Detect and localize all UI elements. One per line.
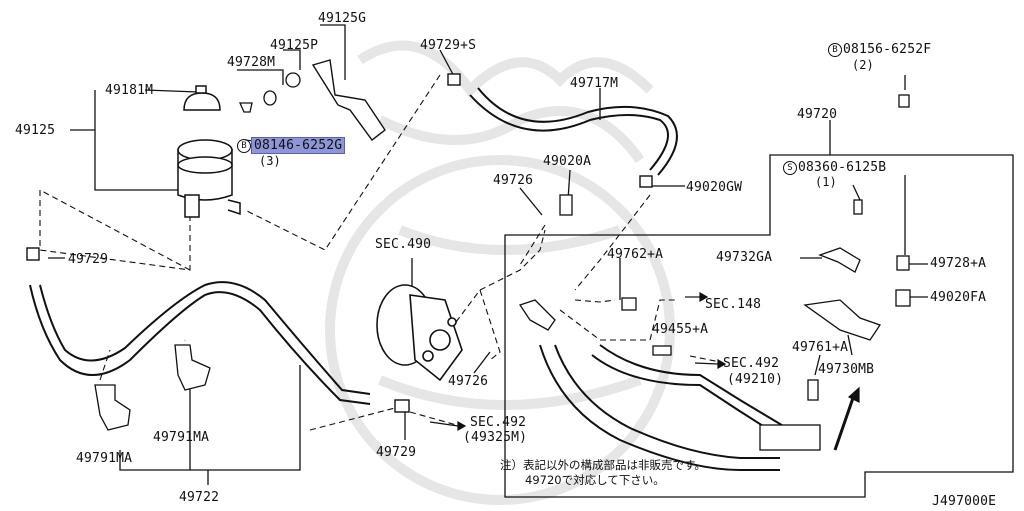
ref-49210: (49210) xyxy=(727,372,784,387)
clamp-49729 xyxy=(26,73,653,413)
grommets-49125p xyxy=(238,72,301,113)
note-line-2: 49720で対応して下さい。 xyxy=(525,473,665,487)
leader-49791ma xyxy=(119,360,191,471)
leader-49726a xyxy=(519,187,543,216)
label-49728a: 49728+A xyxy=(930,256,987,271)
hose-49722 xyxy=(29,281,371,405)
bolt-08156-number: 08156-6252F xyxy=(843,42,932,57)
bolt-08156-prefix: B xyxy=(828,43,842,57)
label-49791ma-right: 49791MA xyxy=(153,430,210,445)
label-sec492-upper: SEC.492 xyxy=(723,356,780,371)
label-49728m: 49728M xyxy=(227,55,276,70)
qty-08156: (2) xyxy=(852,58,874,72)
label-49125g: 49125G xyxy=(318,11,367,26)
label-49717m: 49717M xyxy=(570,76,619,91)
label-49729s: 49729+S xyxy=(420,38,477,53)
bolt-08146-number: 08146-6252G xyxy=(250,137,346,154)
hose-49730mb xyxy=(539,344,791,471)
label-49729-bottom: 49729 xyxy=(376,445,417,460)
label-49730mb: 49730MB xyxy=(818,362,875,377)
qty-08360: (1) xyxy=(815,175,837,189)
leader-49125g xyxy=(320,24,346,80)
label-49726-bottom: 49726 xyxy=(448,374,489,389)
ref-49325m: (49325M) xyxy=(463,430,528,445)
bolt-08146-prefix: B xyxy=(237,139,251,153)
clips-49791ma xyxy=(94,344,211,431)
assembly-49720-outline xyxy=(504,125,1014,498)
leader-49761a xyxy=(814,354,821,376)
pump-sec490 xyxy=(376,284,463,382)
label-49762a: 49762+A xyxy=(607,247,664,262)
leader-49728m xyxy=(237,69,284,85)
label-49761a: 49761+A xyxy=(792,340,849,355)
reservoir-49125 xyxy=(177,139,241,218)
screw-08360-number: 08360-6125B xyxy=(798,160,887,175)
leader-49181m xyxy=(144,89,199,93)
label-49720: 49720 xyxy=(797,107,838,122)
diagram-id: J497000E xyxy=(932,494,997,509)
leader-49722 xyxy=(190,365,301,471)
label-sec490: SEC.490 xyxy=(375,237,432,252)
dashed-connectors xyxy=(39,74,721,431)
leader-49125p xyxy=(283,49,301,70)
bracket-49125g xyxy=(311,59,386,141)
leader-08360 xyxy=(852,184,861,201)
label-49732ga: 49732GA xyxy=(716,250,773,265)
background-watermark xyxy=(325,40,675,505)
cap-49181m xyxy=(183,85,221,111)
leader-49125 xyxy=(94,90,180,191)
label-49726-top: 49726 xyxy=(493,173,534,188)
label-49125p: 49125P xyxy=(270,38,319,53)
arrows xyxy=(429,291,860,451)
label-sec492-lower: SEC.492 xyxy=(470,415,527,430)
label-49125: 49125 xyxy=(15,123,56,138)
note-line-1: 注）表記以外の構成部品は非販売です。 xyxy=(500,458,706,472)
leader-49726b xyxy=(473,351,491,374)
small-parts-right xyxy=(518,94,911,451)
label-49791ma-left: 49791MA xyxy=(76,451,133,466)
leader-49730mb xyxy=(847,334,853,356)
qty-08146: (3) xyxy=(259,154,281,168)
label-49722: 49722 xyxy=(179,490,220,505)
label-49729-left: 49729 xyxy=(68,252,109,267)
label-49020gw: 49020GW xyxy=(686,180,743,195)
label-49455a: 49455+A xyxy=(652,322,709,337)
label-49020fa: 49020FA xyxy=(930,290,987,305)
screw-08360-prefix: S xyxy=(783,161,797,175)
hose-49717m xyxy=(469,87,678,176)
label-sec148: SEC.148 xyxy=(705,297,762,312)
label-49181m: 49181M xyxy=(105,83,154,98)
label-49020a: 49020A xyxy=(543,154,592,169)
